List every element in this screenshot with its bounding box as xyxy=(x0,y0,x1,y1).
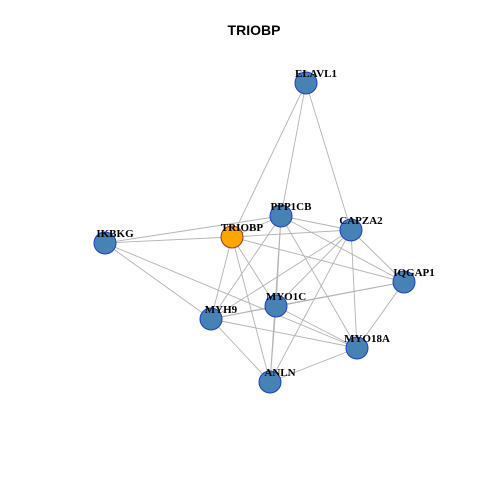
edge-ppp1cb-myh9 xyxy=(210,215,282,320)
node-myo1c xyxy=(264,294,288,318)
node-label-myo1c: MYO1C xyxy=(266,291,306,303)
edge-elavl1-ppp1cb xyxy=(280,82,307,217)
edge-ikbkg-ppp1cb xyxy=(104,215,282,244)
edge-ppp1cb-capza2 xyxy=(280,215,352,231)
edge-myo18a-anln xyxy=(269,347,358,383)
edge-iqgap1-myo18a xyxy=(356,281,405,349)
node-layer xyxy=(93,71,416,394)
node-myh9 xyxy=(199,307,223,331)
edge-capza2-iqgap1 xyxy=(350,229,405,283)
edge-capza2-myo1c xyxy=(275,229,352,307)
node-ikbkg xyxy=(93,231,117,255)
edge-capza2-anln xyxy=(269,229,352,383)
edge-elavl1-triobp xyxy=(231,82,307,238)
edge-elavl1-capza2 xyxy=(305,82,352,231)
node-ppp1cb xyxy=(269,204,293,228)
node-myo18a xyxy=(345,336,369,360)
node-label-myo18a: MYO18A xyxy=(344,333,390,345)
node-triobp xyxy=(220,225,244,249)
edge-ikbkg-myh9 xyxy=(104,242,212,320)
node-label-triobp: TRIOBP xyxy=(221,222,263,234)
edge-myh9-anln xyxy=(210,318,271,383)
edge-ikbkg-myo18a xyxy=(104,242,358,349)
node-label-capza2: CAPZA2 xyxy=(339,215,383,227)
edge-triobp-iqgap1 xyxy=(231,236,405,283)
node-capza2 xyxy=(339,218,363,242)
node-anln xyxy=(258,370,282,394)
node-label-myh9: MYH9 xyxy=(205,304,238,316)
node-label-anln: ANLN xyxy=(264,367,295,379)
node-elavl1 xyxy=(294,71,318,95)
edge-capza2-myo18a xyxy=(350,229,358,349)
edge-ppp1cb-iqgap1 xyxy=(280,215,405,283)
edge-triobp-myh9 xyxy=(210,236,233,320)
edge-layer xyxy=(104,82,405,383)
edge-myh9-myo18a xyxy=(210,318,358,349)
edge-ikbkg-triobp xyxy=(104,236,233,244)
edge-triobp-anln xyxy=(231,236,271,383)
edge-capza2-myh9 xyxy=(210,229,352,320)
node-iqgap1 xyxy=(392,270,416,294)
node-label-iqgap1: IQGAP1 xyxy=(393,267,435,279)
node-label-ppp1cb: PPP1CB xyxy=(271,201,313,213)
node-label-ikbkg: IKBKG xyxy=(96,228,134,240)
edge-ppp1cb-myo18a xyxy=(280,215,358,349)
edge-triobp-myo1c xyxy=(231,236,277,307)
diagram-title: TRIOBP xyxy=(228,22,281,38)
edge-myo1c-anln xyxy=(269,305,277,383)
edge-myo1c-myo18a xyxy=(275,305,358,349)
node-label-elavl1: ELAVL1 xyxy=(295,68,337,80)
